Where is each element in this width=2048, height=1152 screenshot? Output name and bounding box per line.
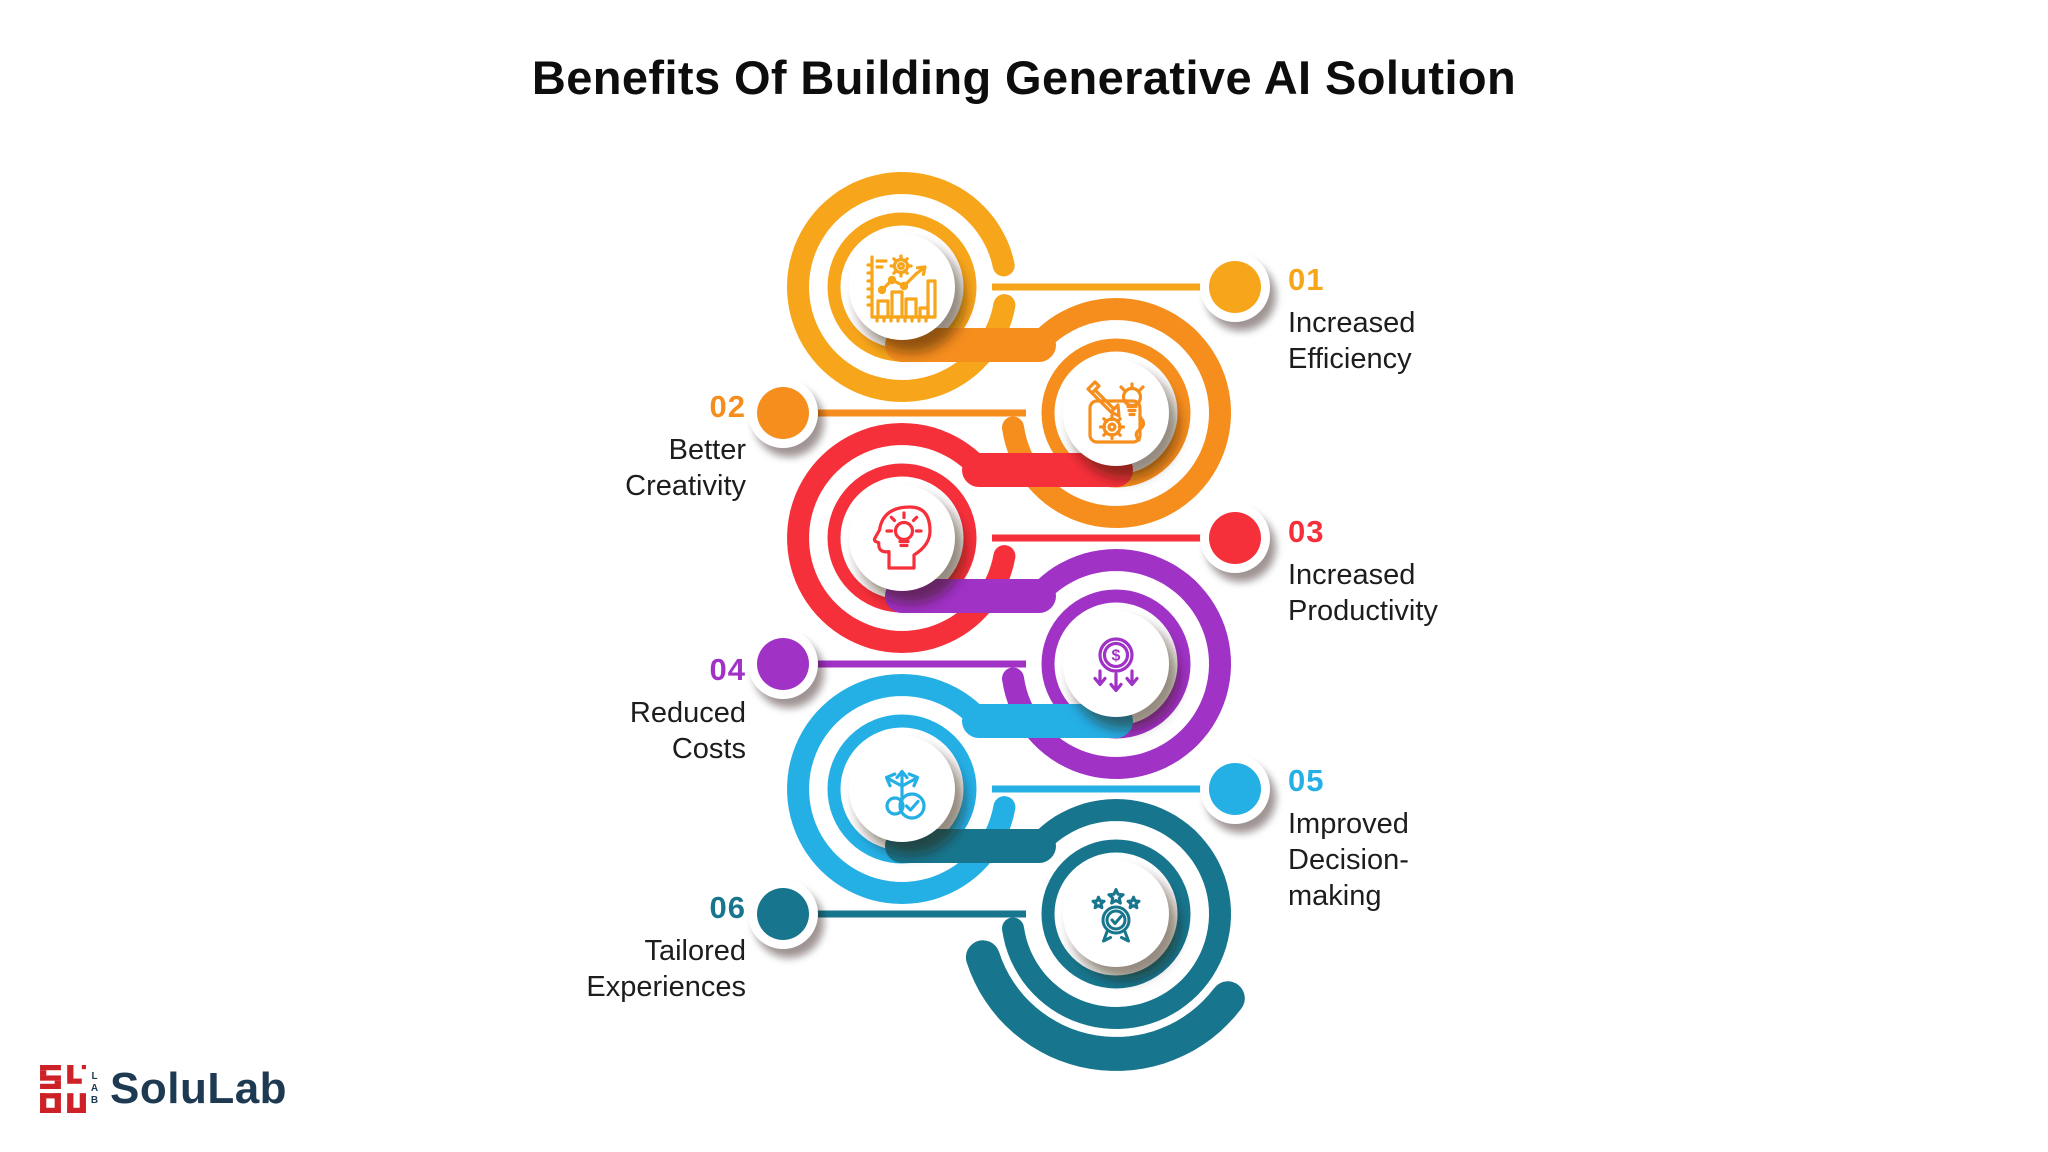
benefit-number: 04 [709,652,746,687]
spiral-tail [965,940,1245,1071]
benefit-number: 06 [709,890,746,925]
page-title: Benefits Of Building Generative AI Solut… [531,51,1517,104]
bar-chart-growth-icon [866,254,937,323]
blueprint-creativity-icon [1086,380,1146,444]
number-dot [1209,763,1261,815]
benefit-label: Improved Decision- making [1288,808,1409,912]
benefit-item-01: 01 Increased Efficiency [1288,262,1528,377]
solulab-logo-text: SoluLab [110,1064,288,1113]
head-idea-icon [872,505,932,570]
benefit-label: Increased Productivity [1288,559,1438,627]
inner-ring [1041,839,1191,989]
icon-disc [1063,611,1169,717]
solulab-logo: LAB SoluLab [40,1064,287,1114]
benefit-label: Increased Efficiency [1288,307,1416,375]
outer-ring [787,673,1016,905]
benefit-label: Better Creativity [625,434,746,502]
svg-text:$: $ [1112,648,1121,665]
benefit-item-02: 02 Better Creativity [506,389,746,504]
outer-ring [1002,548,1232,780]
number-dot [757,387,809,439]
benefit-label: Tailored Experiences [586,935,746,1003]
outer-ring [786,171,1016,403]
number-dot [1209,512,1261,564]
benefit-number: 01 [1288,262,1325,297]
reduced-cost-icon: $ [1093,637,1139,693]
benefit-item-04: 04 Reduced Costs [506,652,746,767]
outer-ring [787,422,1016,654]
outer-ring [1002,798,1232,1030]
benefit-number: 03 [1288,514,1325,549]
benefit-item-03: 03 Increased Productivity [1288,514,1528,629]
number-dot [1209,261,1261,313]
icon-disc [1063,861,1169,967]
benefit-item-06: 06 Tailored Experiences [506,890,746,1005]
benefit-number: 02 [709,389,746,424]
benefit-number: 05 [1288,763,1325,798]
solulab-logo-mark [40,1065,86,1113]
top-rated-icon [1091,888,1141,943]
solulab-logo-lab-text: LAB [89,1071,100,1107]
outer-ring [1002,297,1232,529]
number-dot [757,888,809,940]
benefit-item-05: 05 Improved Decision- making [1288,763,1528,914]
number-dot [757,638,809,690]
decision-paths-icon [884,769,926,820]
benefit-label: Reduced Costs [629,697,746,765]
